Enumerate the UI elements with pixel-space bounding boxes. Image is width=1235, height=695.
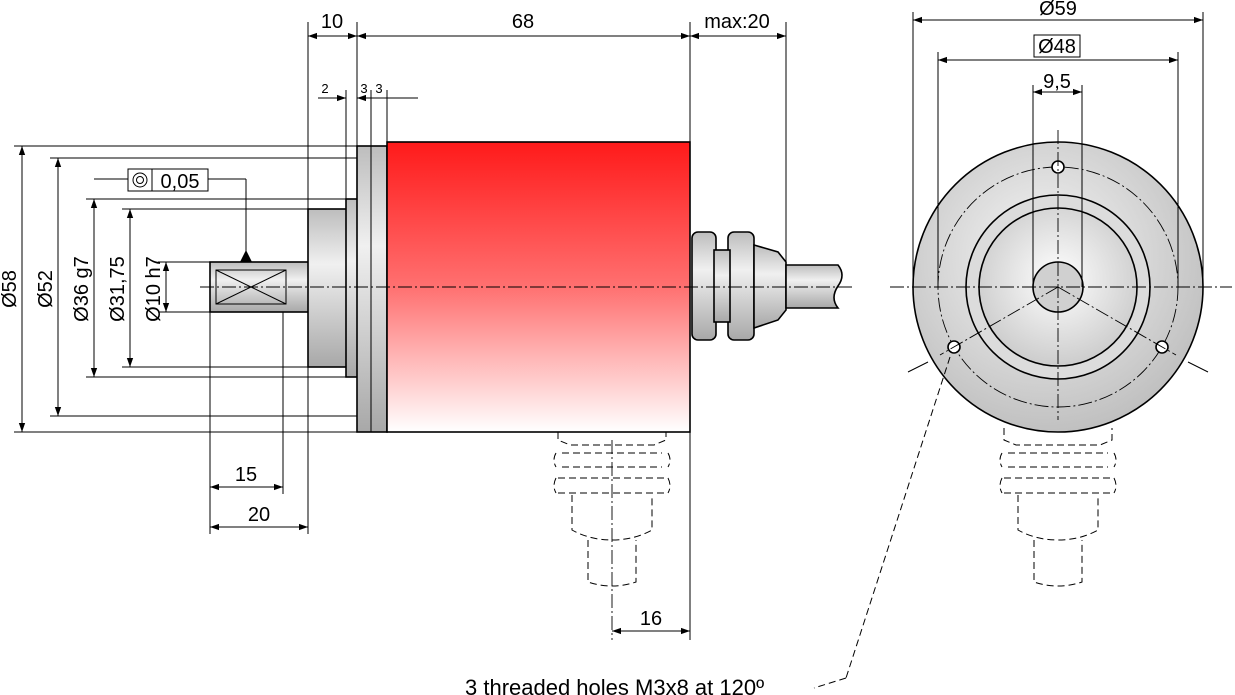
flange (356, 145, 388, 433)
shaft-key (215, 269, 287, 305)
cable-gland (713, 249, 731, 323)
dim-dia48: Ø48 (1038, 36, 1076, 58)
side-view (200, 141, 852, 640)
dim-20: 20 (248, 504, 270, 526)
note-leader (845, 356, 951, 679)
concentricity-icon (132, 172, 148, 188)
dim-max20: max:20 (704, 11, 770, 33)
dim-dia59: Ø59 (1039, 0, 1077, 20)
dim-dia58: Ø58 (0, 270, 21, 308)
pilot-hub (307, 208, 349, 368)
front-dimensions: Ø59 Ø48 9,5 (912, 0, 1204, 287)
dim-2: 2 (321, 81, 328, 96)
dim-3a: 3 (360, 81, 367, 96)
cable (785, 264, 843, 309)
dim-dia31: Ø31,75 (107, 256, 129, 322)
gland-cone (753, 243, 787, 330)
tolerance-value: 0,05 (161, 171, 200, 193)
threaded-holes-note: 3 threaded holes M3x8 at 120º (465, 675, 764, 695)
dim-3b: 3 (375, 81, 382, 96)
dim-68: 68 (512, 11, 534, 33)
dia48-box (1033, 34, 1081, 58)
side-dimensions: 10 68 max:20 2 3 3 Ø58 Ø52 Ø36 g7 Ø31,75 (0, 11, 787, 640)
front-view (890, 130, 1232, 587)
cable-nut-2 (727, 231, 755, 341)
cable-nut-1 (691, 231, 717, 341)
front-radial-gland-option (999, 428, 1117, 587)
dim-dia36: Ø36 g7 (71, 256, 93, 322)
dim-10: 10 (321, 11, 343, 33)
dim-16: 16 (640, 608, 662, 630)
dim-9-5: 9,5 (1043, 71, 1071, 93)
dim-dia10: Ø10 h7 (143, 256, 165, 322)
dim-dia52: Ø52 (35, 270, 57, 308)
dim-15: 15 (235, 464, 257, 486)
datum-triangle (240, 250, 252, 262)
